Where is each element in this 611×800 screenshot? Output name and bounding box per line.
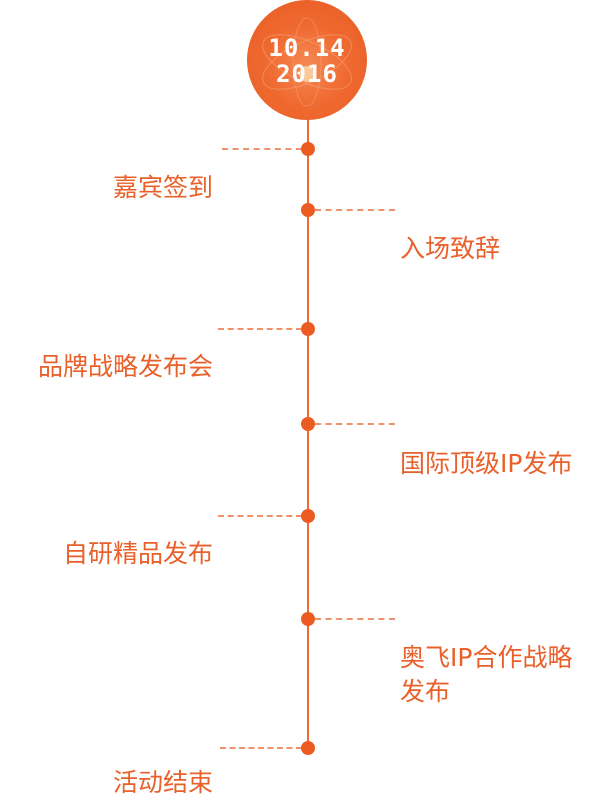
orbit-decoration-icon — [262, 17, 352, 107]
timeline-dot — [301, 203, 315, 217]
date-day: 10.14 — [268, 34, 346, 62]
connector-dash — [222, 148, 302, 150]
timeline-dot — [301, 612, 315, 626]
timeline-dot — [301, 142, 315, 156]
connector-dash — [220, 747, 302, 749]
timeline-item-label: 国际顶级IP发布 — [400, 449, 573, 478]
timeline-dot — [301, 322, 315, 336]
date-year: 2016 — [276, 60, 338, 88]
timeline-item-label: 嘉宾签到 — [112, 173, 213, 202]
timeline-item-label: 活动结束 — [112, 768, 213, 797]
connector-dash — [315, 209, 395, 211]
timeline-item-label: 奥飞IP合作战略 — [400, 643, 573, 672]
date-badge: 10.14 2016 — [247, 0, 367, 120]
connector-dash — [315, 618, 395, 620]
timeline-dot — [301, 509, 315, 523]
timeline-item-label: 入场致辞 — [400, 234, 501, 263]
connector-dash — [218, 515, 302, 517]
connector-dash — [315, 423, 395, 425]
timeline-item-label: 自研精品发布 — [62, 539, 213, 568]
timeline-dot — [301, 741, 315, 755]
timeline-item-label-continued: 发布 — [400, 677, 451, 706]
timeline-axis — [307, 118, 309, 748]
timeline-dot — [301, 417, 315, 431]
connector-dash — [218, 328, 302, 330]
timeline-item-label: 品牌战略发布会 — [37, 352, 213, 381]
